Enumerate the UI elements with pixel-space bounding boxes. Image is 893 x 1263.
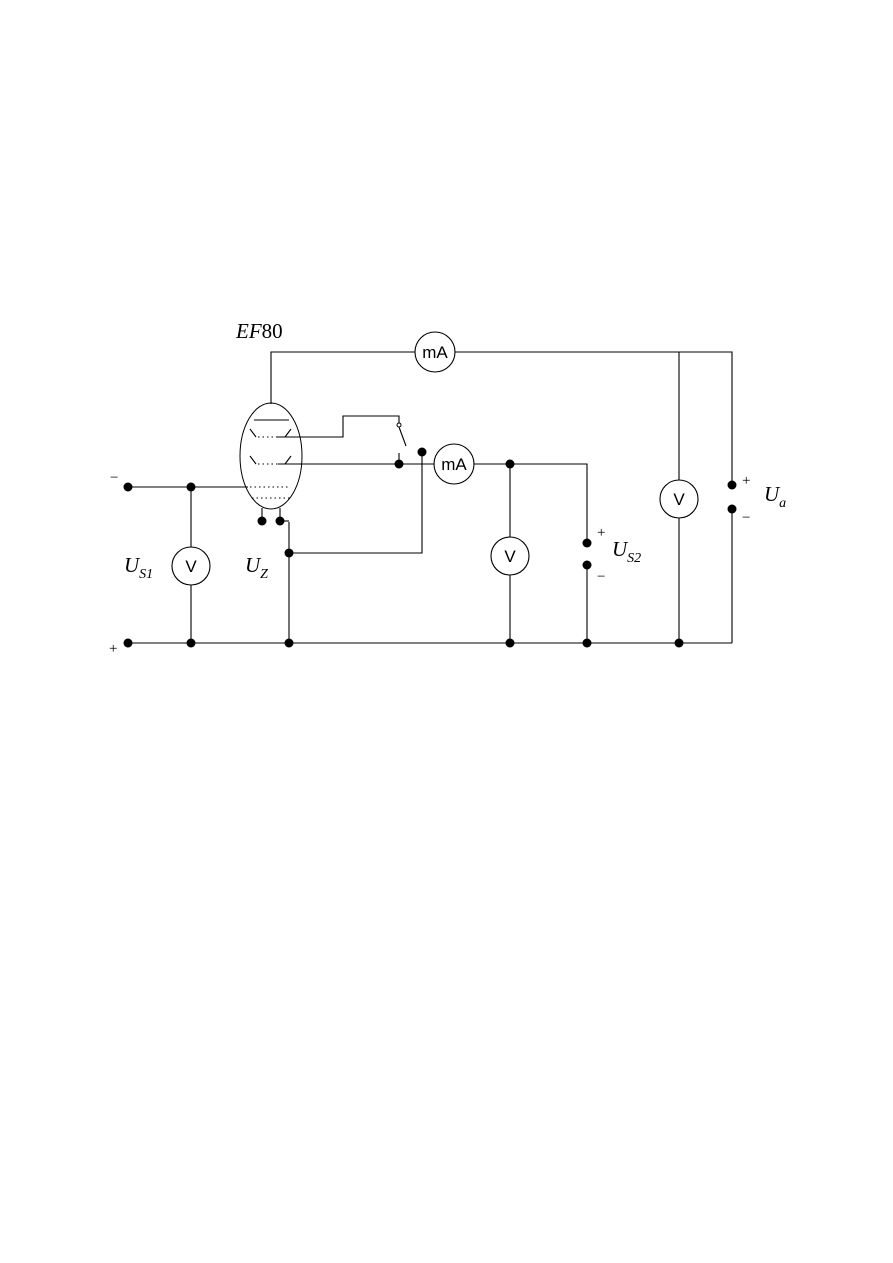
junction-us1-bottom xyxy=(186,638,196,648)
tube-label: EF80 xyxy=(235,319,283,343)
grid-voltmeter-label: V xyxy=(185,557,197,576)
suppressor-wire xyxy=(276,415,400,438)
us1-sub: S1 xyxy=(139,567,153,582)
screen-ammeter-label: mA xyxy=(441,455,467,474)
terminal-us1-bottom xyxy=(123,638,133,648)
uz-label: UZ xyxy=(245,553,268,582)
tube-label-num: 80 xyxy=(262,319,283,343)
junction-us1-top xyxy=(186,482,196,492)
terminal-ua-bottom xyxy=(727,504,737,514)
anode-ammeter-label: mA xyxy=(422,343,448,362)
terminal-heater-1 xyxy=(257,516,267,526)
suppressor-grid-right xyxy=(284,428,292,438)
junction-switch xyxy=(394,459,404,469)
us2-sub: S2 xyxy=(627,551,641,566)
anode-wire xyxy=(270,351,733,483)
ua-sub: a xyxy=(779,496,786,511)
anode-ammeter: mA xyxy=(414,331,456,373)
ef80-tube-symbol xyxy=(239,402,303,510)
ua-main: U xyxy=(764,482,781,506)
cathode-return-wire xyxy=(289,452,423,554)
tube-envelope xyxy=(239,402,303,510)
junction-us2-bottom xyxy=(582,638,592,648)
uz-sub: Z xyxy=(260,567,268,582)
us1-sign-top: − xyxy=(110,470,118,486)
screen-grid-left xyxy=(249,455,257,465)
screen-supply-wire xyxy=(510,463,588,543)
screen-ammeter: mA xyxy=(433,443,475,485)
anode-voltmeter: V xyxy=(659,479,699,519)
junction-screen xyxy=(505,459,515,469)
terminal-heater-2 xyxy=(275,516,285,526)
switch-upper-contact xyxy=(396,422,402,428)
us1-label: US1 xyxy=(124,553,153,582)
junction-cathode-bottom xyxy=(284,638,294,648)
terminal-ua-top xyxy=(727,480,737,490)
junction-anode-bottom xyxy=(674,638,684,648)
us2-main: U xyxy=(612,537,629,561)
suppressor-grid-left xyxy=(249,428,257,438)
screen-voltmeter: V xyxy=(490,536,530,576)
terminal-us1-top xyxy=(123,482,133,492)
us1-main: U xyxy=(124,553,141,577)
uz-main: U xyxy=(245,553,262,577)
screen-grid-right xyxy=(284,455,292,465)
ua-sign-top: + xyxy=(742,473,750,489)
anode-voltmeter-label: V xyxy=(673,490,685,509)
us2-sign-bottom: − xyxy=(597,569,605,585)
junction-cathode xyxy=(284,548,294,558)
junction-dots xyxy=(123,422,737,648)
terminal-us2-bottom xyxy=(582,560,592,570)
ua-label: Ua xyxy=(764,482,786,511)
terminal-switch-right xyxy=(417,447,427,457)
us2-sign-top: + xyxy=(597,525,605,541)
terminal-us2-top xyxy=(582,538,592,548)
tube-label-main: EF xyxy=(235,319,262,343)
us2-label: US2 xyxy=(612,537,641,566)
switch-blade xyxy=(398,426,407,447)
ua-sign-bottom: − xyxy=(742,510,750,526)
junction-screen-bottom xyxy=(505,638,515,648)
grid-voltmeter: V xyxy=(171,546,211,586)
screen-voltmeter-label: V xyxy=(504,547,516,566)
us1-sign-bottom: + xyxy=(109,641,117,657)
